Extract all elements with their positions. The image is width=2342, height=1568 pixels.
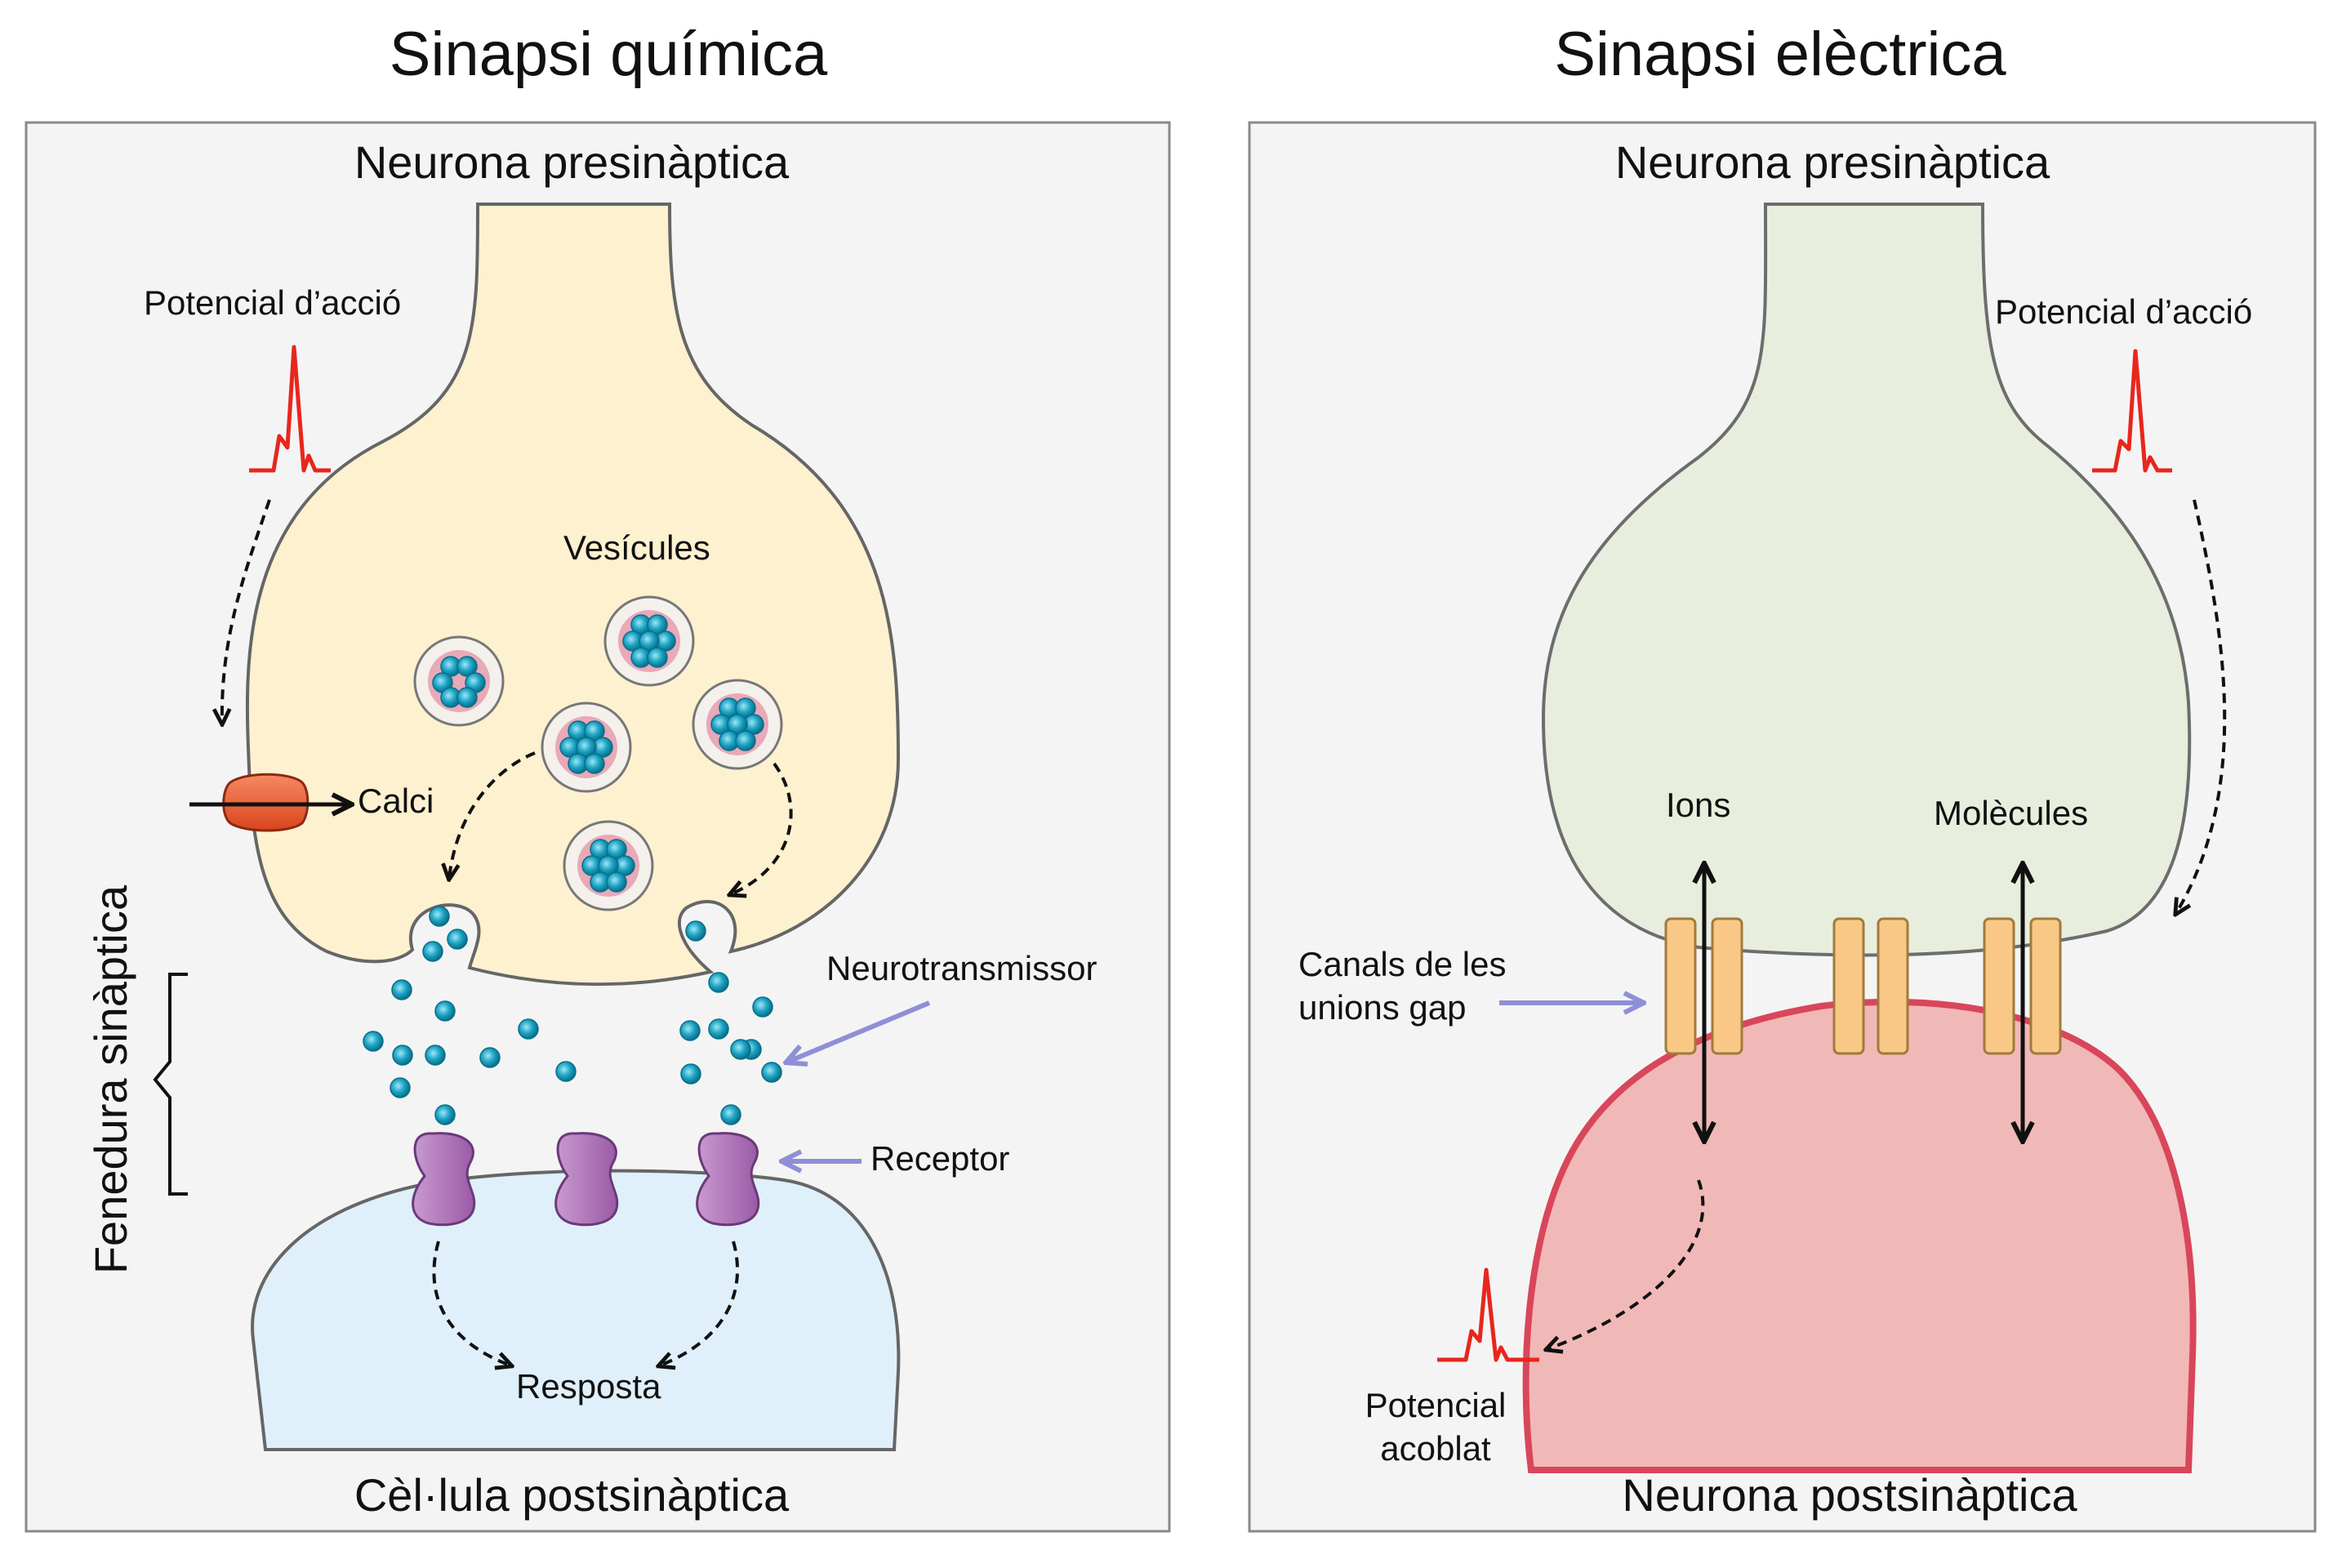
chemical-presynaptic-label: Neurona presinàptica bbox=[354, 136, 790, 188]
vesicle-fusion-arrow-left bbox=[449, 751, 536, 878]
receptor-icon bbox=[696, 1132, 760, 1227]
chemical-title: Sinapsi química bbox=[390, 20, 828, 89]
synaptic-vesicle bbox=[413, 635, 505, 727]
electrical-action-potential-spike-icon bbox=[2092, 349, 2172, 473]
electrical-postsynaptic-label: Neurona postsinàptica bbox=[1622, 1469, 2077, 1521]
chemical-postsynaptic-cell bbox=[251, 1169, 901, 1451]
ions-label: Ions bbox=[1666, 786, 1730, 824]
response-arrow-left bbox=[432, 1241, 510, 1365]
gap-channels-label-line1: Canals de les bbox=[1298, 945, 1506, 983]
synaptic-cleft-bracket bbox=[153, 973, 188, 1196]
calcium-label: Calci bbox=[358, 782, 434, 820]
neurotransmitter-pointer bbox=[788, 1000, 931, 1062]
response-label: Resposta bbox=[516, 1367, 661, 1405]
electrical-action-potential-arrow bbox=[2176, 499, 2227, 913]
electrical-presynaptic-label: Neurona presinàptica bbox=[1615, 136, 2050, 188]
action-potential-arrow bbox=[222, 499, 271, 723]
gap-channels-label-line2: unions gap bbox=[1298, 988, 1467, 1027]
synaptic-vesicle bbox=[541, 702, 632, 793]
electrical-action-potential-label: Potencial d’acció bbox=[1995, 292, 2252, 331]
coupled-potential-spike-icon bbox=[1437, 1267, 1539, 1362]
synaptic-vesicle bbox=[692, 679, 783, 770]
gap-junction-channel-icon bbox=[1832, 917, 1909, 1055]
chemical-presynaptic-terminal bbox=[245, 203, 901, 987]
response-arrow-right bbox=[660, 1241, 740, 1365]
synaptic-cleft-label: Fenedura sinàptica bbox=[85, 884, 136, 1274]
chemical-postsynaptic-label: Cèl·lula postsinàptica bbox=[354, 1469, 790, 1521]
coupled-potential-label-line2: acoblat bbox=[1380, 1429, 1491, 1468]
receptor-icon bbox=[412, 1132, 476, 1227]
gap-junction-channel-icon bbox=[1983, 917, 2062, 1055]
electrical-title: Sinapsi elèctrica bbox=[1554, 20, 2006, 89]
neurotransmitter-label: Neurotransmissor bbox=[826, 949, 1097, 987]
gap-junction-channel-icon bbox=[1664, 917, 1743, 1055]
vesicles-label: Vesícules bbox=[563, 528, 710, 567]
synaptic-vesicle bbox=[603, 595, 695, 687]
chemical-action-potential-label: Potencial d’acció bbox=[144, 283, 401, 322]
receptor-icon bbox=[554, 1132, 619, 1227]
action-potential-spike-icon bbox=[249, 345, 331, 473]
synaptic-vesicle bbox=[563, 820, 654, 911]
coupled-potential-label-line1: Potencial bbox=[1365, 1386, 1507, 1424]
receptor-label: Receptor bbox=[870, 1139, 1009, 1178]
chemical-panel: Neurona presinàptica Cèl·lula postsinàpt… bbox=[24, 121, 1171, 1533]
molecules-label: Molècules bbox=[1934, 794, 2088, 832]
vesicle-fusion-arrow-right bbox=[731, 762, 793, 894]
electrical-panel: Neurona presinàptica Neurona postsinàpti… bbox=[1248, 121, 2317, 1533]
